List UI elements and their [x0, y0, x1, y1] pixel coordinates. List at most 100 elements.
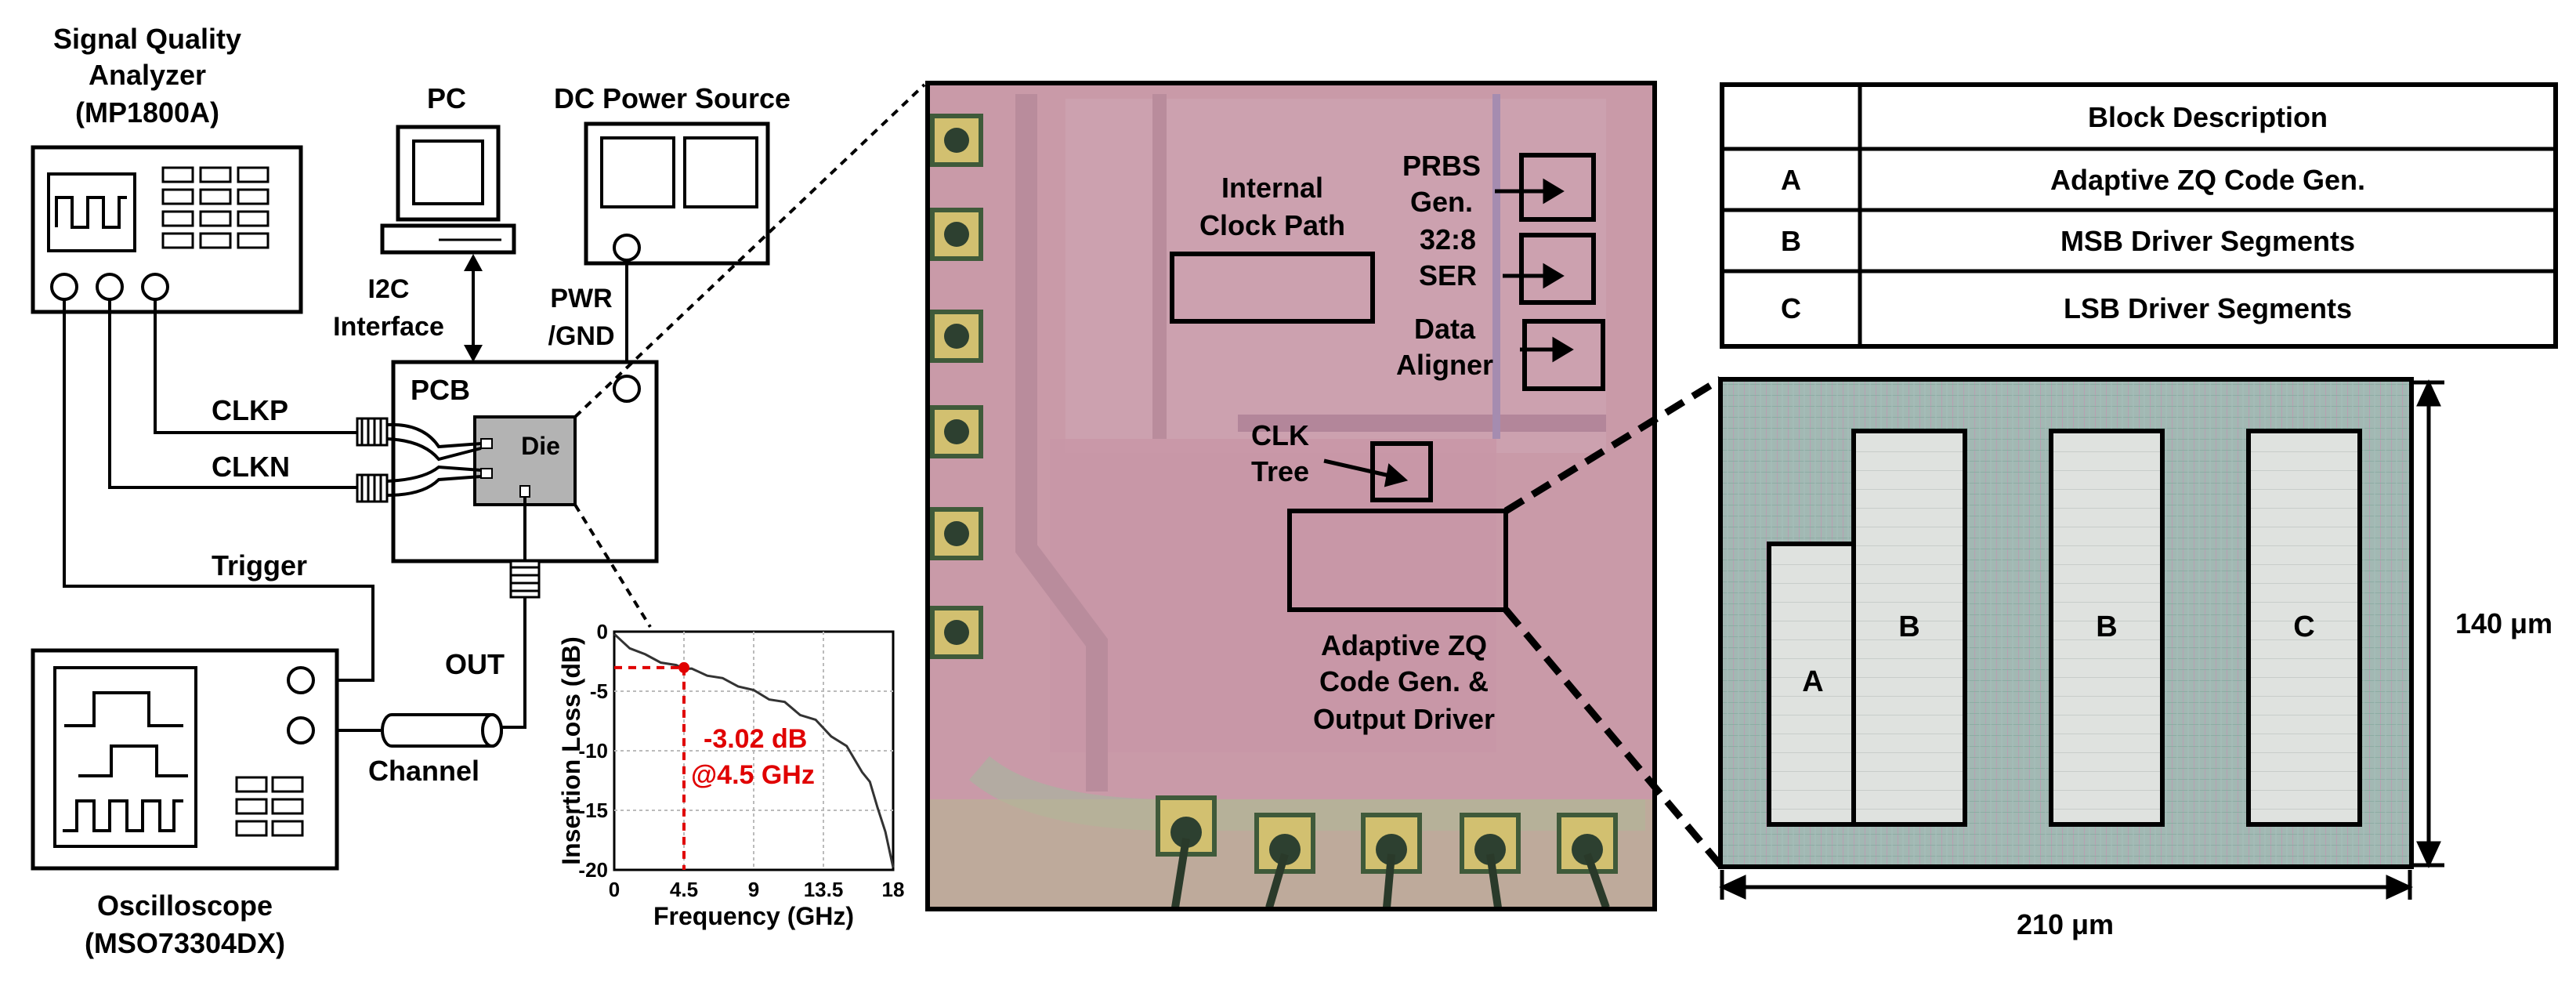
analyzer-port-clkn	[96, 273, 124, 301]
scope-title-1: Oscilloscope	[97, 889, 273, 922]
scope-port-trigger	[287, 666, 315, 694]
height-dimension	[2413, 379, 2444, 868]
x-tick-label: 18	[882, 878, 905, 901]
pcb-label: PCB	[411, 374, 470, 406]
y-tick-label: -5	[590, 679, 608, 703]
table-row-b-desc: MSB Driver Segments	[2060, 225, 2355, 257]
ser-label-2: SER	[1419, 259, 1477, 292]
zq-label-3: Output Driver	[1313, 703, 1495, 735]
clk-tree-label-1: CLK	[1251, 419, 1309, 451]
internal-clock-label-1: Internal	[1221, 172, 1323, 204]
pulse-icon-2	[78, 744, 188, 777]
pc-icon	[380, 125, 516, 255]
clkp-wire	[154, 299, 357, 434]
insertion-loss-series-line	[613, 632, 895, 868]
left-bond-pads	[930, 114, 983, 659]
aligner-label-2: Aligner	[1396, 349, 1493, 381]
zq-label-1: Adaptive ZQ	[1321, 629, 1487, 661]
prbs-label-1: PRBS	[1402, 150, 1481, 182]
out-label: OUT	[445, 648, 505, 680]
layout-block-c	[2246, 429, 2362, 827]
die-chip	[473, 415, 577, 506]
height-label: 140 μm	[2455, 607, 2552, 639]
annotation-point	[678, 661, 689, 673]
bottom-bond-pads	[1156, 795, 1618, 909]
table-row-b-key: B	[1781, 225, 1801, 257]
channel-label: Channel	[368, 755, 479, 787]
clkp-label: CLKP	[212, 394, 288, 426]
die-photo: Internal Clock Path PRBS Gen. 32:8 SER D…	[925, 81, 1657, 911]
analyzer-title-3: (MP1800A)	[75, 96, 219, 129]
pwr-label-1: PWR	[550, 284, 612, 313]
prbs-gen-box	[1519, 153, 1596, 222]
x-tick-label: 9	[748, 878, 759, 901]
prbs-label-2: Gen.	[1410, 186, 1473, 218]
layout-label-b2: B	[2096, 610, 2117, 643]
table-header-block: Block Description	[2088, 101, 2328, 133]
plot-annotation	[614, 661, 689, 870]
layout-label-c: C	[2293, 610, 2314, 643]
pulse-icon-1	[64, 691, 183, 727]
x-tick-label: 4.5	[670, 878, 698, 901]
table-row-c-key: C	[1781, 292, 1801, 324]
pc-label: PC	[427, 82, 466, 114]
ser-box	[1519, 233, 1596, 305]
clk-connectors	[356, 417, 482, 503]
zq-driver-box	[1287, 509, 1508, 612]
layout-block-b1	[1851, 429, 1967, 827]
ser-label-1: 32:8	[1420, 223, 1476, 255]
i2c-label-2: Interface	[333, 312, 444, 342]
clkn-wire	[108, 299, 357, 489]
width-label: 210 μm	[2017, 908, 2114, 940]
block-table: Block Description A Adaptive ZQ Code Gen…	[1720, 82, 2558, 349]
y-tick-label: 0	[597, 620, 608, 643]
analyzer-title-2: Analyzer	[89, 59, 206, 91]
aligner-label-1: Data	[1414, 313, 1476, 345]
clk-tree-label-2: Tree	[1251, 455, 1309, 487]
die-label: Die	[521, 432, 560, 460]
scope-port-out	[287, 716, 315, 744]
annotation-value: -3.02 dB	[704, 724, 807, 754]
analyzer-port-trigger	[50, 273, 78, 301]
x-tick-label: 0	[609, 878, 620, 901]
trigger-wire	[63, 299, 374, 682]
plot-ticks: 0 4.5 9 13.5 18 0 -5 -10 -15 -20	[578, 620, 904, 901]
table-row-c-desc: LSB Driver Segments	[2064, 292, 2352, 324]
scope-title-2: (MSO73304DX)	[85, 927, 285, 959]
pwr-label-2: /GND	[548, 321, 615, 351]
layout-label-b1: B	[1898, 610, 1919, 643]
channel-cable	[313, 713, 503, 748]
oscilloscope	[31, 648, 339, 871]
dc-source-label: DC Power Source	[554, 82, 791, 114]
layout-label-a: A	[1802, 665, 1823, 698]
y-tick-label: -20	[578, 858, 608, 882]
measurement-setup: Signal Quality Analyzer (MP1800A) PC	[31, 23, 926, 959]
square-wave-icon	[55, 196, 127, 229]
signal-quality-analyzer	[31, 145, 303, 314]
clkn-label: CLKN	[212, 451, 290, 483]
internal-clock-label-2: Clock Path	[1199, 209, 1345, 241]
y-tick-label: -10	[578, 739, 608, 763]
dc-power-source	[584, 121, 770, 266]
analyzer-button-grid	[161, 166, 270, 249]
pulse-icon-3	[63, 799, 183, 832]
data-aligner-box	[1522, 319, 1605, 391]
out-cable	[501, 497, 541, 729]
annotation-freq: @4.5 GHz	[691, 760, 815, 790]
plot-ylabel: Insertion Loss (dB)	[557, 636, 585, 865]
table-row-a-key: A	[1781, 164, 1801, 196]
internal-clock-path-box	[1170, 252, 1375, 324]
layout-zoom: A B B C 140 μm 210 μm	[1718, 377, 2552, 940]
analyzer-title-1: Signal Quality	[53, 23, 241, 55]
y-tick-label: -15	[578, 799, 608, 822]
width-dimension	[1719, 870, 2413, 900]
trigger-label: Trigger	[212, 549, 307, 581]
layout-block-a	[1767, 542, 1856, 827]
x-tick-label: 13.5	[804, 878, 844, 901]
table-row-a-desc: Adaptive ZQ Code Gen.	[2050, 164, 2365, 196]
zq-label-2: Code Gen. &	[1319, 665, 1489, 697]
analyzer-port-clkp	[141, 273, 169, 301]
layout-block-b2	[2049, 429, 2165, 827]
